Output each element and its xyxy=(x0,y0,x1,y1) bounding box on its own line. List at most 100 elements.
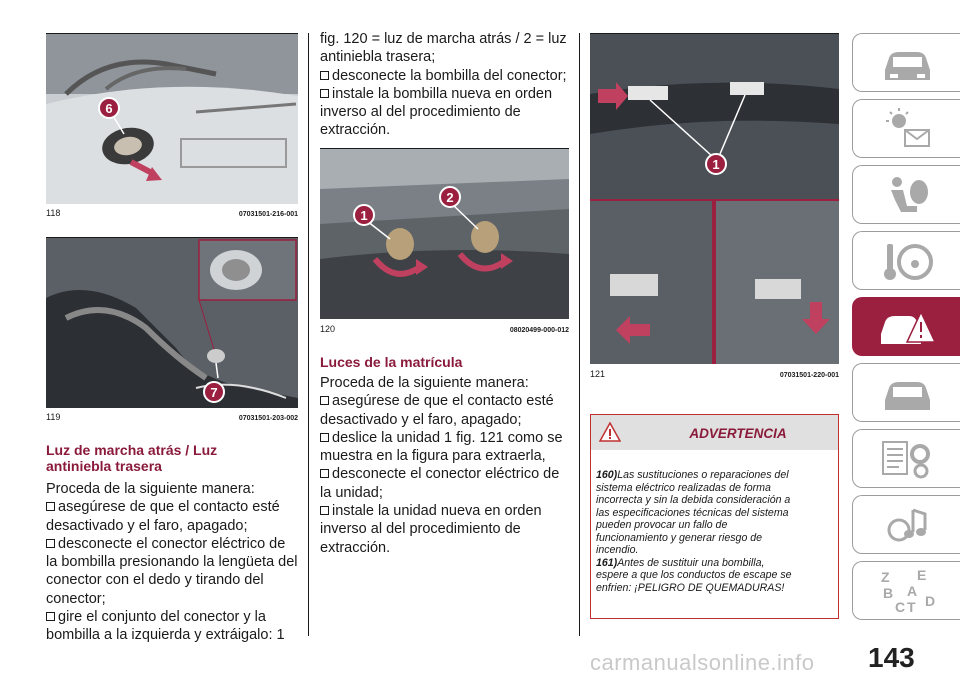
section-heading-license-plate-lights: Luces de la matrícula xyxy=(320,354,463,370)
step-text: la bombilla presionando la lengüeta del xyxy=(46,554,298,571)
callout-marker-6 xyxy=(98,97,120,119)
callout-marker-1 xyxy=(353,204,375,226)
warning-text: funcionamiento y generar riesgo de xyxy=(596,531,763,544)
step-item: desconecte el conector eléctrico de xyxy=(320,465,582,483)
step-item: desconecte la bombilla del conector; xyxy=(320,67,582,85)
column-divider xyxy=(308,33,309,636)
step-text: muestra en la figura para extraerla, xyxy=(320,448,546,465)
warning-text: Las sustituciones o reparaciones del xyxy=(617,469,789,481)
intro-text: Proceda de la siguiente manera: xyxy=(46,481,255,497)
warning-item: 161)Antes de sustituir una bombilla, xyxy=(596,557,832,570)
section-2-body: Proceda de la siguiente manera: asegúres… xyxy=(320,374,582,557)
step-text: deslice la unidad 1 fig. 121 como se xyxy=(332,429,563,446)
step-text: asegúrese de que el contacto esté xyxy=(332,393,554,410)
step-item: instale la bombilla nueva en orden xyxy=(320,85,582,103)
index-letter: B xyxy=(883,585,893,601)
section-1-continued: fig. 120 = luz de marcha atrás / 2 = luz… xyxy=(320,30,582,140)
body-line: antiniebla trasera; xyxy=(320,49,436,66)
figure-code: 07031501-216-001 xyxy=(238,211,298,218)
multimedia-icon xyxy=(887,508,927,542)
step-item: gire el conjunto del conector y la xyxy=(46,608,308,626)
page-number: 143 xyxy=(868,642,915,673)
alphabetical-index-icon: Z E B A C T D xyxy=(881,568,935,614)
callout-marker-7 xyxy=(203,381,225,403)
checkbox-icon xyxy=(46,502,55,512)
figure-number: 118 xyxy=(46,208,61,218)
warning-header: ADVERTENCIA xyxy=(591,415,838,450)
top-rule xyxy=(46,33,298,34)
warning-title: ADVERTENCIA xyxy=(689,426,787,441)
callout-1: 1 xyxy=(712,157,719,172)
step-item: instale la unidad nueva en orden xyxy=(320,502,582,520)
step-text: desconecte el conector eléctrico de xyxy=(58,535,286,552)
warning-text: pueden provocar un fallo de xyxy=(596,519,728,531)
tab-multimedia[interactable] xyxy=(852,495,960,554)
step-text: conector con el dedo y tirando del xyxy=(46,572,264,589)
body-line: fig. 120 = luz de marcha atrás / 2 = luz xyxy=(320,31,567,47)
specifications-gear-icon xyxy=(882,441,930,479)
step-item: asegúrese de que el contacto esté xyxy=(46,498,308,516)
warning-body: 160)Las sustituciones o reparaciones del… xyxy=(596,469,832,594)
step-item: deslice la unidad 1 fig. 121 como se xyxy=(320,429,582,447)
warning-text: enfrien: ¡PELIGRO DE QUEMADURAS! xyxy=(596,581,785,594)
figure-120-image: 1 2 xyxy=(320,149,569,319)
warning-text: incorrecta y sin la debida consideración… xyxy=(596,494,791,506)
step-text: inverso al del procedimiento de xyxy=(320,521,521,538)
step-text: desactivado y el faro, apagado; xyxy=(320,411,522,428)
warning-ref: 160) xyxy=(596,469,618,481)
figure-separator xyxy=(46,237,298,238)
step-text: asegúrese de que el contacto esté xyxy=(58,499,280,516)
callout-marker-2 xyxy=(439,186,461,208)
step-item: desconecte el conector eléctrico de xyxy=(46,535,308,553)
figure-top-rule xyxy=(320,148,569,149)
figure-119-image: 7 xyxy=(46,238,298,408)
car-dashboard-icon xyxy=(885,52,930,80)
tab-starting-driving[interactable] xyxy=(852,231,960,290)
figure-number: 121 xyxy=(590,369,606,379)
warning-text: espere a que los conductos de escape se xyxy=(596,569,792,581)
step-text: la unidad; xyxy=(320,484,383,501)
step-text: desactivado y el faro, apagado; xyxy=(46,517,248,534)
checkbox-icon xyxy=(320,432,329,442)
emergency-breakdown-icon xyxy=(881,310,937,344)
step-item: asegúrese de que el contacto esté xyxy=(320,392,582,410)
warning-text: las especificaciones técnicas del sistem… xyxy=(596,506,789,519)
warning-box: ADVERTENCIA 160)Las sustituciones o repa… xyxy=(590,414,839,619)
step-text: conector; xyxy=(46,590,106,607)
tab-specifications[interactable] xyxy=(852,429,960,488)
checkbox-icon xyxy=(320,506,329,516)
index-letter: T xyxy=(907,599,916,614)
tab-index[interactable]: Z E B A C T D xyxy=(852,561,960,620)
figure-number: 119 xyxy=(46,412,61,422)
warning-text: incendio. xyxy=(596,544,639,556)
figure-code: 07031501-220-001 xyxy=(779,372,839,379)
figure-118-image: 6 xyxy=(46,34,298,204)
steering-key-icon xyxy=(884,244,933,280)
heading-line-2: antiniebla trasera xyxy=(46,458,162,474)
warning-ref: 161) xyxy=(596,556,618,569)
warning-triangle-icon xyxy=(599,422,621,442)
tab-dashboard[interactable] xyxy=(852,33,960,92)
figure-120-caption: 120 08020499-000-012 xyxy=(320,322,569,334)
checkbox-icon xyxy=(320,396,329,406)
tab-lights[interactable] xyxy=(852,99,960,158)
tab-safety[interactable] xyxy=(852,165,960,224)
figure-119-caption: 119 07031501-203-002 xyxy=(46,410,298,422)
callout-1: 1 xyxy=(360,208,367,223)
tab-emergency[interactable] xyxy=(852,297,960,356)
step-text: extracción. xyxy=(320,122,391,139)
step-text: desconecte el conector eléctrico de xyxy=(332,466,560,483)
index-letter: C xyxy=(895,599,905,614)
warning-text: Antes de sustituir una bombilla, xyxy=(617,556,765,569)
tab-maintenance[interactable] xyxy=(852,363,960,422)
checkbox-icon xyxy=(320,88,329,98)
figure-118-caption: 118 07031501-216-001 xyxy=(46,206,298,218)
top-rule xyxy=(590,33,839,34)
column-divider xyxy=(579,33,580,636)
figure-121-caption: 121 07031501-220-001 xyxy=(590,367,839,379)
step-text: inverso al del procedimiento de xyxy=(320,104,521,121)
figure-code: 08020499-000-012 xyxy=(509,327,569,334)
warning-item: 160)Las sustituciones o reparaciones del xyxy=(596,469,832,482)
index-letter: A xyxy=(907,583,917,599)
figure-121-image: 1 xyxy=(590,34,839,364)
